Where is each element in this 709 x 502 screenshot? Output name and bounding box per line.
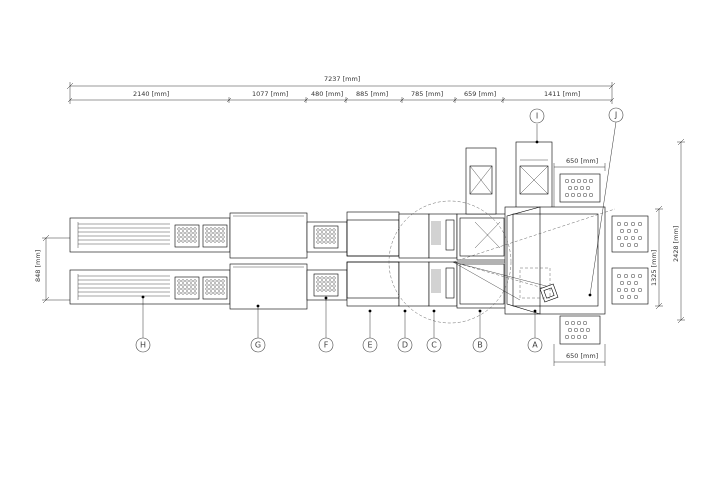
dimension-right-heights: 1325 [mm] 2428 [mm] bbox=[650, 138, 685, 324]
bubble-g: G bbox=[250, 337, 266, 353]
reach-circle bbox=[388, 200, 512, 324]
label-c: C bbox=[431, 341, 437, 350]
bubble-f: F bbox=[318, 337, 334, 353]
dim-g-length: 1077 [mm] bbox=[252, 90, 288, 98]
bubble-b: B bbox=[472, 337, 488, 353]
dim-overall-width: 7237 [mm] bbox=[324, 75, 360, 83]
label-j: J bbox=[614, 111, 617, 120]
bubble-j: J bbox=[608, 107, 624, 123]
dim-e-length: 885 [mm] bbox=[356, 90, 388, 98]
dim-right-inner-height: 1325 [mm] bbox=[650, 250, 658, 286]
unit-f-modules bbox=[306, 221, 348, 301]
dim-d-length: 785 [mm] bbox=[411, 90, 443, 98]
unit-h-conveyors bbox=[69, 217, 231, 305]
unit-b-modules bbox=[456, 213, 508, 309]
dim-f-length: 480 [mm] bbox=[311, 90, 343, 98]
bubble-a: A bbox=[527, 337, 543, 353]
bubble-e: E bbox=[362, 337, 378, 353]
label-b: B bbox=[477, 341, 483, 350]
h-dotted-blocks bbox=[174, 224, 228, 300]
dim-right-overall-height: 2428 [mm] bbox=[672, 226, 680, 262]
leader-dots bbox=[141, 140, 592, 313]
label-d: D bbox=[402, 341, 408, 350]
leader-lines bbox=[142, 121, 617, 338]
unit-a-machine bbox=[452, 206, 616, 315]
dimension-segments: 2140 [mm] 1077 [mm] 480 [mm] 885 [mm] 78… bbox=[67, 90, 615, 103]
unit-g-modules bbox=[229, 212, 308, 310]
dim-left-height: 848 [mm] bbox=[34, 250, 42, 282]
label-h: H bbox=[140, 341, 146, 350]
bubble-i: I bbox=[529, 108, 545, 124]
unit-d-modules bbox=[398, 213, 430, 307]
pallets-right: 650 [mm] 650 [mm] bbox=[553, 157, 649, 366]
dim-c-length: 659 [mm] bbox=[464, 90, 496, 98]
dimension-overall: 7237 [mm] bbox=[66, 75, 616, 104]
dim-pallet-bottom: 650 [mm] bbox=[566, 352, 598, 360]
label-a: A bbox=[532, 341, 538, 350]
unit-e-modules bbox=[346, 211, 400, 307]
dim-a-length: 1411 [mm] bbox=[544, 90, 580, 98]
unit-c-modules bbox=[428, 213, 458, 307]
label-f: F bbox=[324, 341, 329, 350]
unit-i-vertical-feeders bbox=[465, 141, 553, 215]
dim-pallet-top: 650 [mm] bbox=[566, 157, 598, 165]
label-g: G bbox=[255, 341, 261, 350]
label-e: E bbox=[367, 341, 372, 350]
dim-h-length: 2140 [mm] bbox=[133, 90, 169, 98]
bubble-h: H bbox=[135, 337, 151, 353]
bubble-d: D bbox=[397, 337, 413, 353]
label-i: I bbox=[536, 112, 538, 121]
dimension-left-height: 848 [mm] bbox=[34, 234, 70, 304]
bubble-c: C bbox=[426, 337, 442, 353]
